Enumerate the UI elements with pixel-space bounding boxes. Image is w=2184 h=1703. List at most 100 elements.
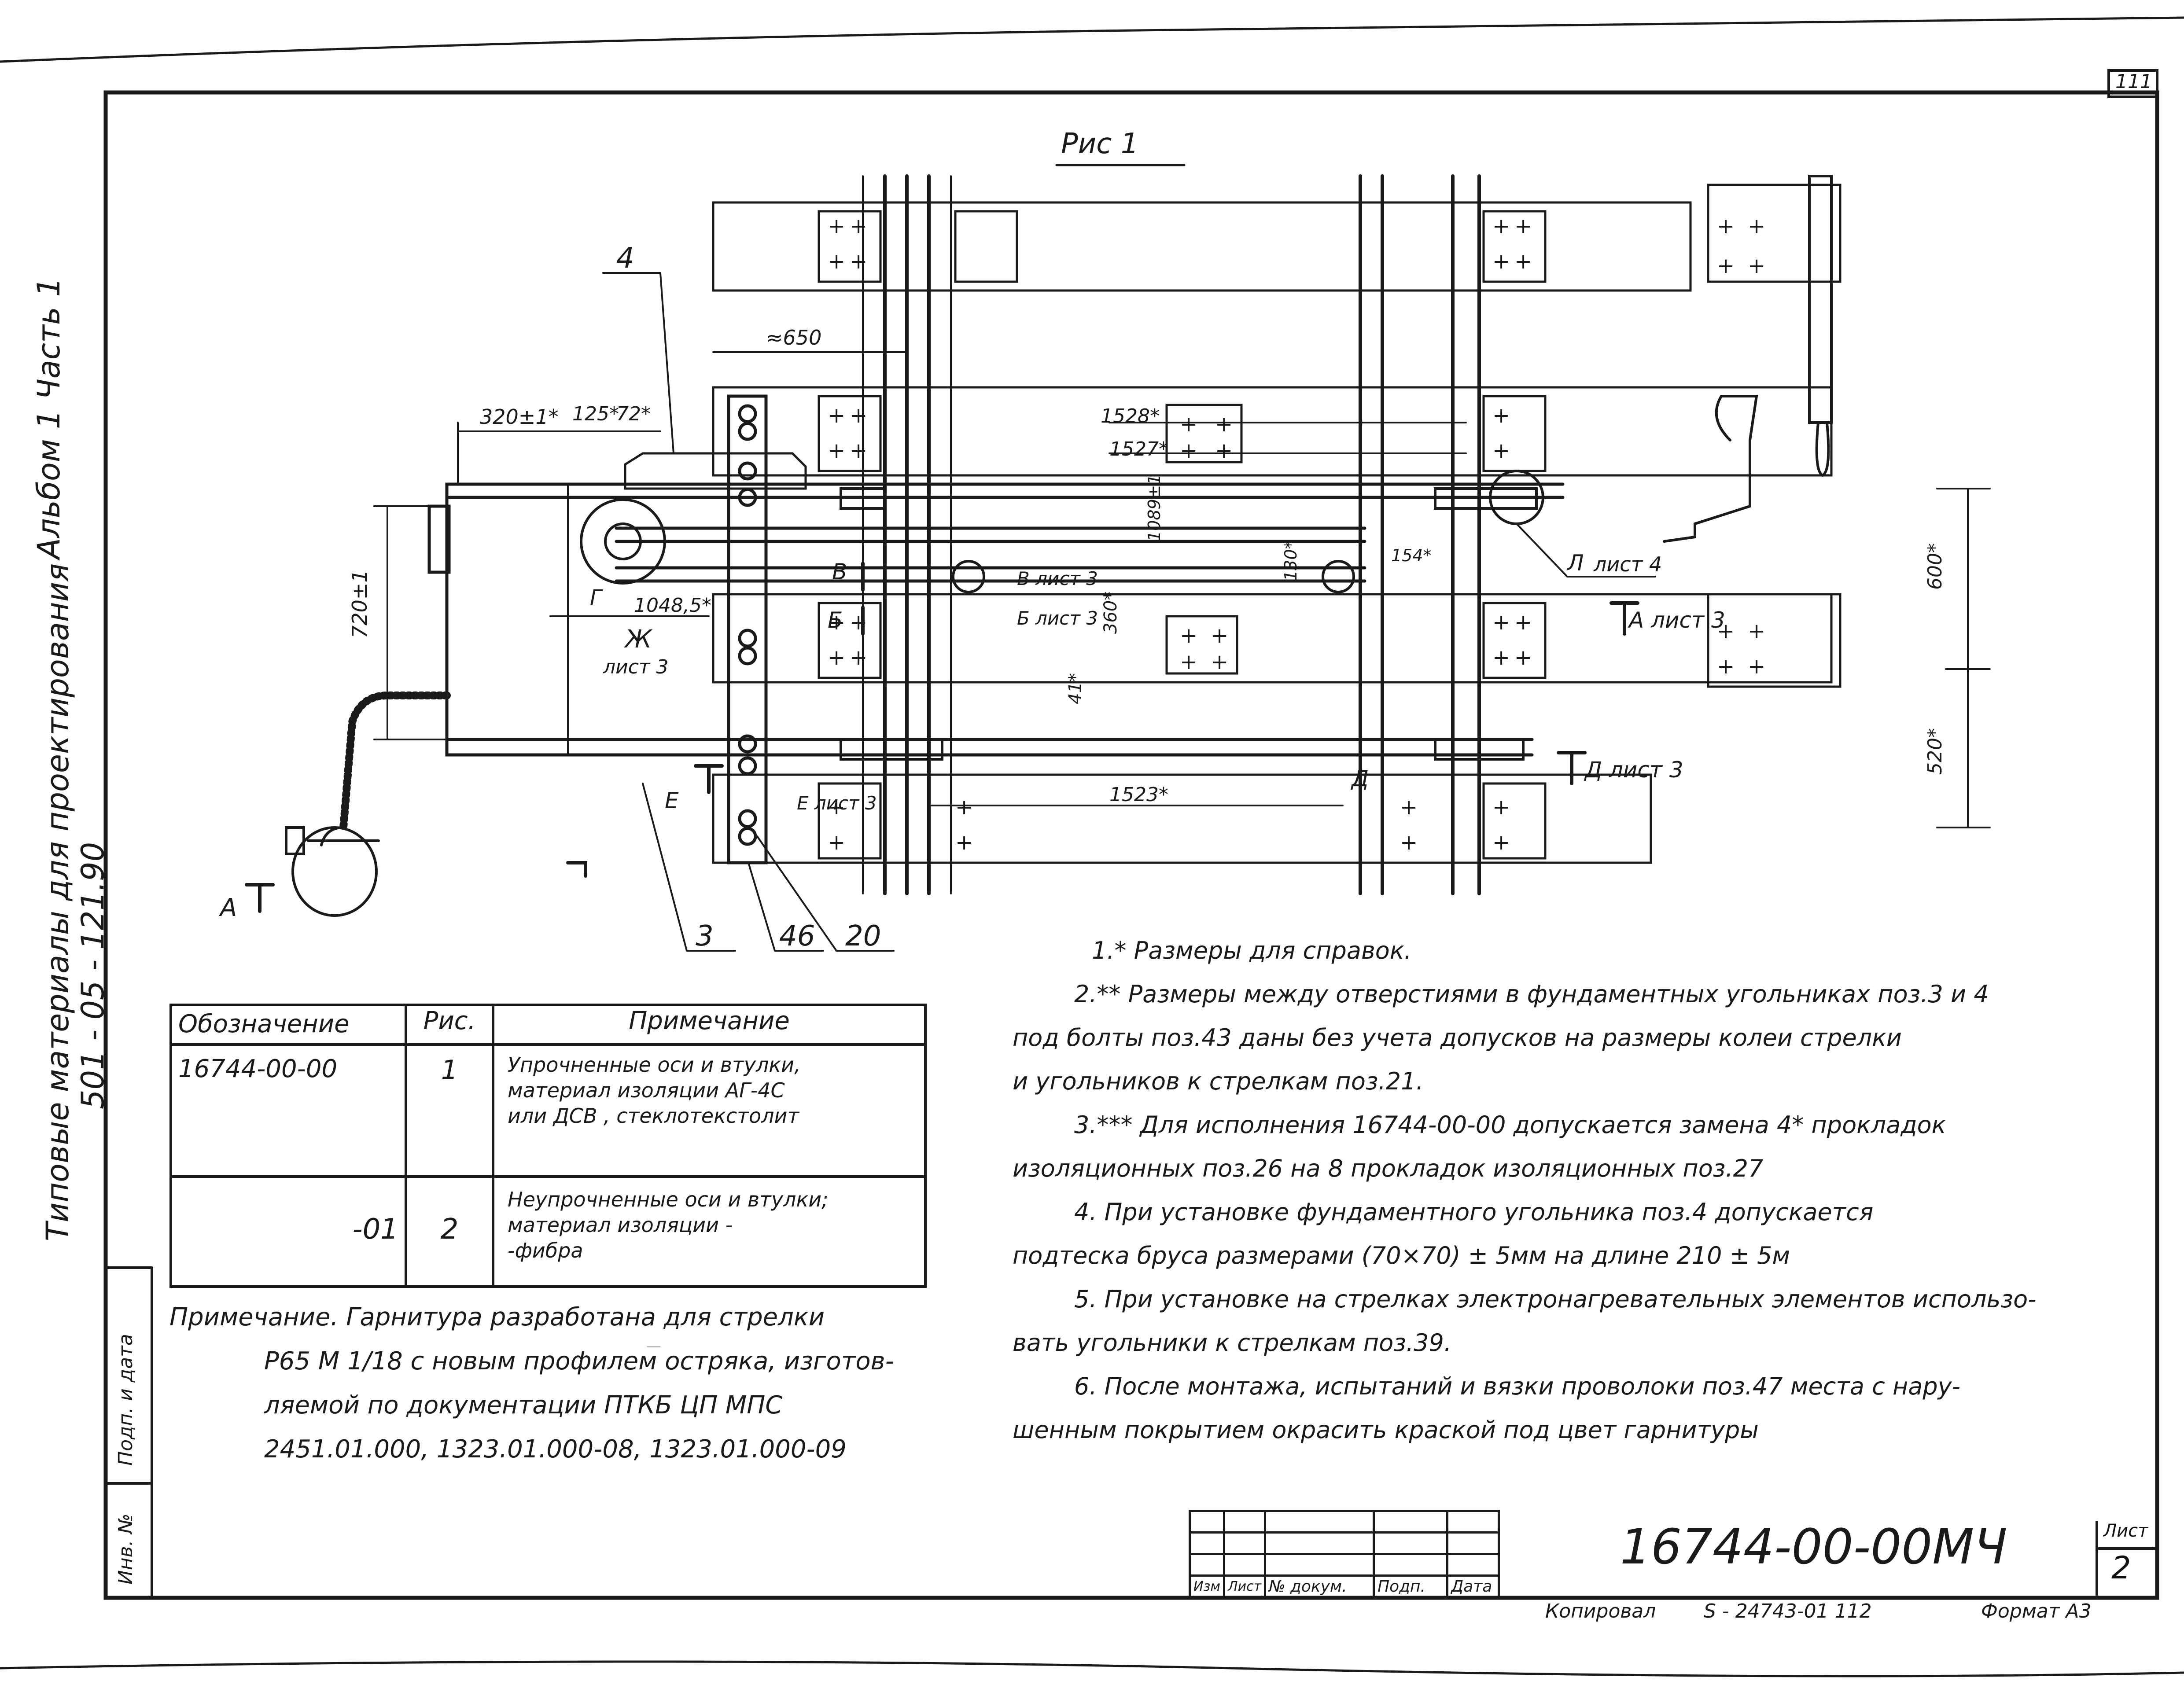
rails xyxy=(862,174,1481,895)
dim-1048: 1048,5* xyxy=(634,594,711,617)
callout-46: 46 xyxy=(779,920,815,953)
svg-text:+: + xyxy=(828,795,845,820)
spec-note-line: -фибра xyxy=(508,1239,583,1262)
note-line: вать угольники к стрелкам поз.39. xyxy=(1013,1329,1451,1357)
note-line: 1.* Размеры для справок. xyxy=(1092,937,1412,964)
section-d: Д xyxy=(1352,766,1369,791)
dim-1527: 1527* xyxy=(1109,438,1168,460)
svg-text:+: + xyxy=(850,610,867,635)
svg-text:+: + xyxy=(1717,619,1735,644)
svg-text:+: + xyxy=(850,403,867,428)
svg-text:+: + xyxy=(955,830,973,855)
spec-row-designation: 16744-00-00 xyxy=(169,1043,407,1178)
tb-col-doc: № докум. xyxy=(1264,1574,1375,1598)
svg-text:+: + xyxy=(828,830,845,855)
sheet-top-edge xyxy=(0,16,2184,63)
svg-text:+: + xyxy=(1211,623,1228,648)
dim-360: 360* xyxy=(1101,591,1121,634)
switch-lever xyxy=(1663,175,1833,543)
dim-720: 720±1 xyxy=(348,570,372,638)
svg-text:+: + xyxy=(1492,645,1510,670)
spec-row-fig: 1 xyxy=(405,1043,494,1178)
section-zh-ref: лист 3 xyxy=(603,656,669,678)
page-number-box xyxy=(2107,69,2158,98)
dim-320: 320±1* xyxy=(480,405,559,429)
note-line: 6. После монтажа, испытаний и вязки пров… xyxy=(1074,1372,1961,1400)
svg-text:+: + xyxy=(955,795,973,820)
notes-block: 1.* Размеры для справок. 2.** Размеры ме… xyxy=(1013,929,2140,1452)
section-b-ref: В лист 3 xyxy=(1017,568,1098,589)
sheet-number: 2 xyxy=(2111,1550,2131,1586)
sidebar-album: Альбом 1 Часть 1 xyxy=(31,277,67,559)
dim-1528: 1528* xyxy=(1101,405,1160,427)
svg-text:+: + xyxy=(1514,249,1532,274)
dim-520: 520* xyxy=(1924,728,1946,775)
note-line: шенным покрытием окрасить краской под цв… xyxy=(1013,1416,1759,1444)
spec-note-line: Неупрочненные оси и втулки; xyxy=(508,1188,829,1211)
callout-20: 20 xyxy=(845,920,881,953)
joints xyxy=(580,470,1544,593)
dim-125: 125* xyxy=(572,403,619,425)
copied-label: Копировал xyxy=(1545,1600,1656,1622)
spec-row: 16744-00-00 1 Упрочненные оси и втулки, … xyxy=(169,1043,927,1178)
tb-col-sign: Подп. xyxy=(1373,1574,1449,1598)
remark-line: Примечание. Гарнитура разработана для ст… xyxy=(169,1303,825,1332)
spec-header-designation: Обозначение xyxy=(169,1004,407,1046)
spec-row: -01 2 Неупрочненные оси и втулки; матери… xyxy=(169,1175,927,1288)
svg-text:+: + xyxy=(1400,830,1418,855)
note-line: изоляционных поз.26 на 8 прокладок изоля… xyxy=(1013,1155,1764,1182)
svg-text:+: + xyxy=(1180,623,1197,648)
spec-row-note: Неупрочненные оси и втулки; материал изо… xyxy=(492,1175,927,1288)
tb-col-date: Дата xyxy=(1446,1574,1500,1598)
spec-row-fig: 2 xyxy=(405,1175,494,1288)
spec-table: Обозначение Рис. Примечание 16744-00-00 … xyxy=(169,1004,927,1288)
section-a: А xyxy=(220,894,237,922)
copy-reference: S - 24743-01 112 xyxy=(1704,1600,1872,1622)
remark-line: 2451.01.000, 1323.01.000-08, 1323.01.000… xyxy=(264,1435,847,1464)
svg-text:+: + xyxy=(1514,645,1532,670)
svg-text:+: + xyxy=(828,645,845,670)
svg-text:+: + xyxy=(850,249,867,274)
section-l-ref: лист 4 xyxy=(1594,552,1662,576)
svg-text:+: + xyxy=(828,438,845,463)
section-bb-ref: Б лист 3 xyxy=(1017,607,1098,629)
note-line: 4. При установке фундаментного угольника… xyxy=(1074,1198,1874,1226)
callout-4: 4 xyxy=(616,242,634,275)
page-number: 111 xyxy=(2115,70,2152,93)
figure-title: Рис 1 xyxy=(1061,128,1139,160)
svg-text:+: + xyxy=(828,249,845,274)
rail-clamps xyxy=(840,487,1538,761)
dim-1089: 1089±1 xyxy=(1145,474,1164,541)
spec-header-note: Примечание xyxy=(492,1004,927,1046)
left-frame xyxy=(427,482,730,757)
svg-text:+: + xyxy=(1748,214,1765,239)
sidebar-sign-date: Подп. и дата xyxy=(114,1334,137,1466)
svg-text:+: + xyxy=(1492,830,1510,855)
spec-note-line: материал изоляции - xyxy=(508,1213,733,1237)
spec-note-line: материал изоляции АГ-4С xyxy=(508,1078,785,1102)
sleepers xyxy=(712,184,1841,864)
document-designation: 16744-00-00МЧ xyxy=(1620,1519,2007,1575)
svg-text:+: + xyxy=(1492,249,1510,274)
svg-text:+: + xyxy=(1748,654,1765,679)
section-b-upper: В xyxy=(832,559,847,585)
remark-line: ляемой по документации ПТКБ ЦП МПС xyxy=(264,1391,783,1420)
section-e-ref: Е лист 3 xyxy=(797,792,877,814)
dimension-lines xyxy=(373,351,1991,828)
base-plates xyxy=(818,210,1547,860)
spec-row-designation: -01 xyxy=(169,1175,407,1288)
section-e: Е xyxy=(665,788,679,813)
svg-text:+: + xyxy=(850,645,867,670)
dim-154: 154* xyxy=(1391,546,1432,565)
dim-650: ≈650 xyxy=(766,326,822,349)
section-l: Л xyxy=(1567,550,1584,576)
note-line: под болты поз.43 даны без учета допусков… xyxy=(1013,1024,1902,1052)
bolt-markers: ++ ++ ++ ++ ++ ++ ++ ++ ++ ++ ++ ++ ++ +… xyxy=(828,214,1765,855)
remark-line: Р65 М 1/18 с новым профилем остряка, изг… xyxy=(264,1347,894,1376)
svg-text:+: + xyxy=(1717,214,1735,239)
svg-text:+: + xyxy=(1400,795,1418,820)
sheet-box: Лист 2 xyxy=(2096,1521,2155,1596)
note-line: подтеска бруса размерами (70×70) ± 5мм н… xyxy=(1013,1242,1790,1269)
dim-72: 72* xyxy=(616,403,651,425)
